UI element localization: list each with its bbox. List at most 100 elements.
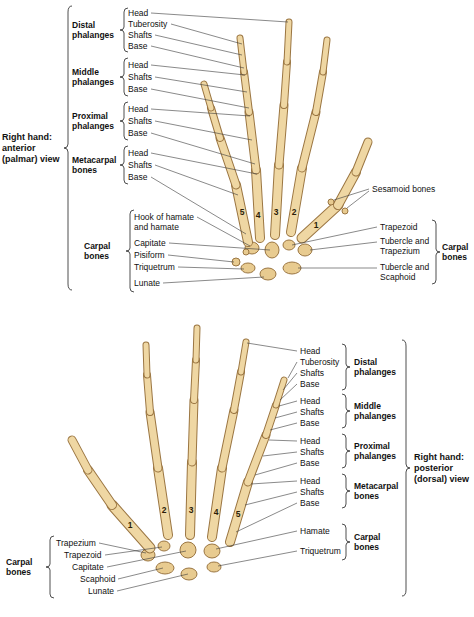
bone-group-label: Middle phalanges <box>72 67 118 87</box>
carpal-bone <box>181 568 197 580</box>
finger-bone <box>112 505 150 548</box>
finger-bone <box>302 112 316 168</box>
finger-bone <box>248 435 266 482</box>
bracket <box>120 58 128 96</box>
part-label: Shafts <box>300 368 324 378</box>
finger-bone <box>276 380 284 405</box>
bracket <box>120 8 128 52</box>
leader-line <box>216 531 297 549</box>
bracket <box>402 340 410 596</box>
finger-bone <box>266 405 276 435</box>
carpal-bone <box>243 249 249 255</box>
bone-label: Triquetrum <box>300 546 341 556</box>
leader-line <box>269 440 297 441</box>
finger-bone <box>192 400 194 462</box>
bone-label: Trapezium <box>56 538 96 548</box>
leader-line <box>151 153 257 174</box>
carpal-bone <box>260 268 276 280</box>
leader-line <box>178 267 244 269</box>
finger-bone <box>146 345 147 375</box>
leader-line <box>151 133 255 164</box>
finger-bone <box>302 205 338 238</box>
leader-line <box>155 121 252 140</box>
bracket <box>342 524 350 560</box>
leader-line <box>247 343 297 351</box>
bracket <box>342 344 350 390</box>
finger-bone <box>287 22 289 62</box>
carpal-bone <box>158 541 170 551</box>
part-label: Base <box>128 172 147 182</box>
leader-line <box>263 452 297 456</box>
bone-label: Hamate <box>300 526 330 536</box>
finger-bone <box>234 372 241 410</box>
finger-bone <box>276 380 284 405</box>
leader-line <box>99 13 377 591</box>
finger-bone <box>323 40 327 72</box>
leader-line <box>155 77 247 92</box>
finger-bone <box>194 360 196 400</box>
finger-bone <box>212 468 222 537</box>
finger-bone <box>72 440 88 470</box>
carpal-bone <box>298 244 312 256</box>
leader-line <box>279 401 297 406</box>
bone-group-label: Metacarpal bones <box>72 155 118 175</box>
bone-label: Capitate <box>72 562 104 572</box>
part-label: Head <box>128 104 148 114</box>
finger-bone <box>287 22 289 62</box>
carpal-bone <box>156 562 174 574</box>
digit-number: 1 <box>311 220 321 230</box>
finger-bone <box>147 375 150 412</box>
bone-group-label: Proximal phalanges <box>354 441 402 461</box>
finger-bone <box>284 62 287 105</box>
bone-label: Lunate <box>88 586 114 596</box>
digit-number: 2 <box>289 207 299 217</box>
leader-line <box>255 463 297 475</box>
view-title: Right hand: anterior (palmar) view <box>2 132 62 165</box>
finger-bone <box>204 84 211 108</box>
part-label: Base <box>128 84 147 94</box>
leader-line <box>105 547 162 555</box>
bracket <box>120 146 128 184</box>
finger-bone <box>241 342 246 372</box>
finger-bone <box>323 40 327 72</box>
digit-number: 4 <box>211 507 221 517</box>
part-label: Base <box>300 458 319 468</box>
bone-group-label: Middle phalanges <box>354 401 402 421</box>
part-label: Tuberosity <box>128 19 167 29</box>
finger-bone <box>241 342 246 372</box>
finger-bone <box>356 142 368 172</box>
bone-label: Tubercle and Trapezium <box>380 236 436 256</box>
finger-bone <box>190 462 192 535</box>
finger-bone <box>204 22 368 242</box>
leader-line <box>99 543 146 553</box>
finger-bone <box>302 112 316 168</box>
finger-bone <box>72 328 284 548</box>
finger-bone <box>222 410 234 468</box>
bone-group-label: Carpal bones <box>6 557 46 577</box>
bracket <box>342 434 350 468</box>
bone-group-label: Carpal bones <box>354 532 402 552</box>
bone-group-label: Metacarpal bones <box>354 481 402 501</box>
leader-line <box>155 165 238 195</box>
bone-label: Capitate <box>134 238 166 248</box>
finger-bone <box>212 468 222 537</box>
bone-label: Trapezoid <box>64 550 101 560</box>
part-label: Head <box>300 346 320 356</box>
sesamoid-bone <box>328 199 334 205</box>
part-label: Base <box>300 379 319 389</box>
finger-bone <box>204 84 211 108</box>
leader-line <box>251 481 297 484</box>
leader-line <box>168 255 234 262</box>
finger-bone <box>275 165 279 235</box>
finger-bone <box>249 112 256 170</box>
view-title: Right hand: posterior (dorsal) view <box>414 452 470 485</box>
leader-line <box>151 65 245 75</box>
leader-line <box>270 423 297 430</box>
bone-group-label: Distal phalanges <box>72 20 118 40</box>
part-label: Base <box>300 418 319 428</box>
carpal-bone <box>232 240 312 280</box>
finger-bone <box>256 170 260 238</box>
part-label: Base <box>128 128 147 138</box>
leader-line <box>151 109 250 116</box>
sesamoid-bone <box>342 208 348 214</box>
